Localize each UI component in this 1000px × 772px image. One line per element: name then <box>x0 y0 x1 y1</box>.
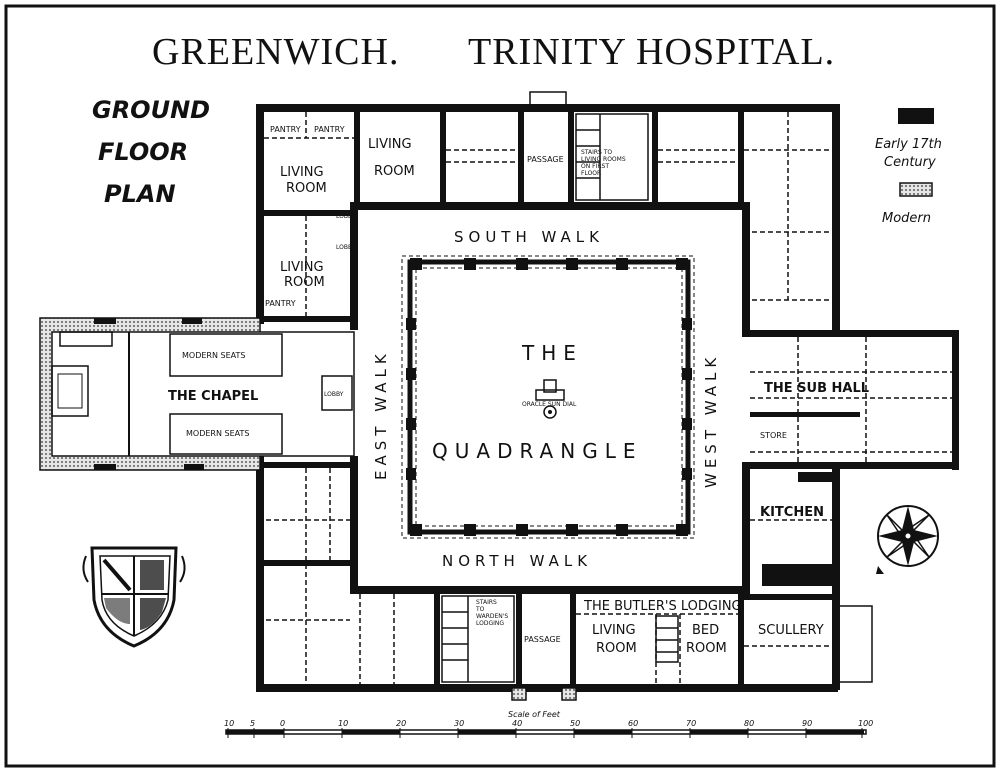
scale-tick-label: 10 <box>224 719 234 728</box>
title-greenwich: GREENWICH. <box>152 31 399 73</box>
legend-early-swatch <box>898 108 934 124</box>
room-bed-1: BED <box>692 623 719 638</box>
scale-tick-label: 100 <box>858 719 873 728</box>
east-walk-label: EAST WALK <box>372 349 390 480</box>
stairs-n-line3: ON FIRST <box>581 163 609 170</box>
room-kitchen: KITCHEN <box>760 505 824 520</box>
legend: Early 17th Century Modern <box>875 108 942 226</box>
quad-the: THE <box>521 341 583 365</box>
room-living-n-2: ROOM <box>374 164 415 179</box>
room-living-nw-1: LIVING <box>280 165 324 180</box>
room-lobby-2: LOBBY <box>336 244 356 251</box>
scale-tick-label: 10 <box>338 719 348 728</box>
room-passage-s: PASSAGE <box>524 635 561 644</box>
room-sub-hall: THE SUB HALL <box>764 381 869 396</box>
compass-rose-icon <box>876 505 939 574</box>
quadrangle-court <box>401 255 695 539</box>
north-walk-label: NORTH WALK <box>442 552 592 570</box>
legend-early-line1: Early 17th <box>875 137 942 152</box>
scale-tick-label: 30 <box>454 719 464 728</box>
legend-modern: Modern <box>882 211 931 226</box>
room-living-s-1: LIVING <box>592 623 636 638</box>
north-stairs <box>575 113 649 201</box>
chapel-wing <box>39 317 355 471</box>
legend-early-line2: Century <box>884 155 936 170</box>
page-frame <box>4 4 996 768</box>
sundial-label: ORACLE SUN DIAL <box>522 401 577 408</box>
scale-tick-label: 0 <box>280 719 285 728</box>
coat-of-arms-icon <box>82 546 186 648</box>
room-pantry-1: PANTRY <box>270 125 301 134</box>
room-passage-n: PASSAGE <box>527 155 564 164</box>
scale-tick-label: 5 <box>250 719 255 728</box>
room-pantry-3: PANTRY <box>265 299 296 308</box>
room-living-s-2: ROOM <box>596 641 637 656</box>
side-label-ground: GROUND <box>92 96 210 124</box>
north-entrance-step <box>529 91 567 107</box>
west-walk-label: WEST WALK <box>702 353 720 488</box>
title-trinity-hospital: TRINITY HOSPITAL. <box>468 31 835 73</box>
scale-tick-label: 90 <box>802 719 812 728</box>
room-butlers-lodging: THE BUTLER'S LODGING <box>583 599 742 614</box>
scale-tick-label: 20 <box>396 719 406 728</box>
room-lobby-chapel: LOBBY <box>324 391 344 398</box>
quad-name: QUADRANGLE <box>432 439 642 463</box>
room-modern-seats-2: MODERN SEATS <box>186 429 249 438</box>
stairs-n-line1: STAIRS TO <box>581 149 612 156</box>
stairs-s-line1: STAIRS <box>476 599 497 606</box>
stairs-s-line2: TO <box>475 606 485 613</box>
scale-tick-label: 40 <box>512 719 522 728</box>
room-living-w-1: LIVING <box>280 260 324 275</box>
room-pantry-2: PANTRY <box>314 125 345 134</box>
legend-modern-swatch <box>899 182 933 197</box>
scale-tick-label: 80 <box>744 719 754 728</box>
building-walls <box>256 104 959 692</box>
room-living-nw-2: ROOM <box>286 181 327 196</box>
stairs-s-line3: WARDEN'S <box>476 613 508 620</box>
side-label-plan: PLAN <box>104 180 176 208</box>
sundial-icon <box>535 379 565 419</box>
interior-dashed-lines <box>264 112 952 684</box>
stairs-n-line2: LIVING ROOMS <box>581 156 626 163</box>
room-store: STORE <box>760 431 787 440</box>
south-walk-label: SOUTH WALK <box>454 228 604 246</box>
south-entrance-step-left <box>511 687 527 701</box>
stairs-s-line4: LODGING <box>476 620 504 627</box>
scale-tick-label: 50 <box>570 719 580 728</box>
side-label-floor: FLOOR <box>98 138 188 166</box>
room-chapel: THE CHAPEL <box>168 389 258 404</box>
room-scullery: SCULLERY <box>758 623 824 638</box>
room-living-n-1: LIVING <box>368 137 412 152</box>
scale-label: Scale of Feet <box>508 710 561 719</box>
room-bed-2: ROOM <box>686 641 727 656</box>
south-stairs <box>441 595 679 683</box>
scullery-annex <box>833 605 873 683</box>
room-modern-seats-1: MODERN SEATS <box>182 351 245 360</box>
scale-tick-label: 60 <box>628 719 638 728</box>
scale-tick-label: 70 <box>686 719 696 728</box>
stairs-n-line4: FLOOR <box>581 170 601 177</box>
room-lobby-1: LOBBY <box>336 213 356 220</box>
room-living-w-2: ROOM <box>284 275 325 290</box>
south-entrance-step-right <box>561 687 577 701</box>
